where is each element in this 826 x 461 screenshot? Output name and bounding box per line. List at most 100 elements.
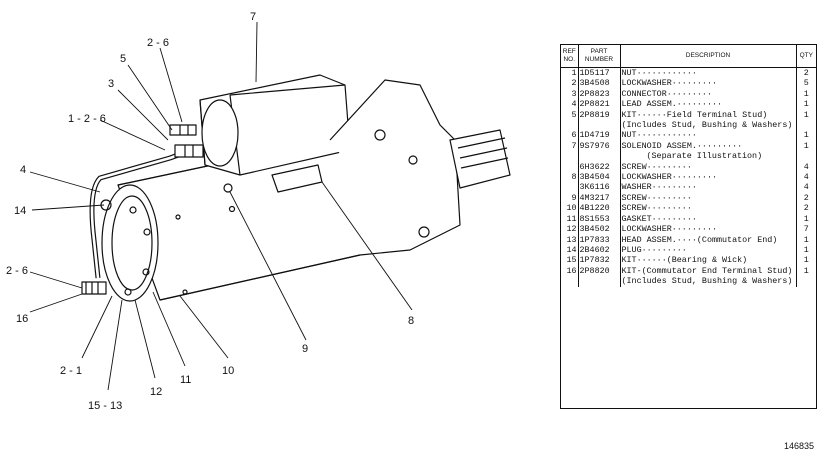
callout-2-6-left: 2 - 6 xyxy=(6,265,28,277)
starter-motor-illustration: 7 2 - 6 5 3 1 - 2 - 6 4 14 2 - 6 16 2 - … xyxy=(6,11,511,412)
solenoid-end-cap xyxy=(201,99,239,167)
qty-cell: 1 xyxy=(803,244,809,255)
part-number-cell: 2P8823 xyxy=(578,88,621,100)
qty-cell xyxy=(796,276,816,286)
ref-cell xyxy=(561,276,579,287)
part-number-cell: 2P8821 xyxy=(578,99,621,110)
description-cell: LOCKWASHER········· xyxy=(620,172,797,183)
header-ref-no: REF NO. xyxy=(561,45,579,68)
qty-cell: 7 xyxy=(803,224,809,235)
ref-cell xyxy=(561,161,579,173)
callout-9: 9 xyxy=(302,343,308,355)
callout-8: 8 xyxy=(408,315,414,327)
description-cell: PLUG········· xyxy=(620,244,797,256)
part-number-cell: 2P8820 xyxy=(578,265,621,277)
part-number-cell: 3B4502 xyxy=(578,224,621,235)
callout-12: 12 xyxy=(150,386,162,398)
callout-14: 14 xyxy=(14,205,26,217)
pinion-gear xyxy=(449,129,511,189)
ref-cell: 8 xyxy=(561,172,579,183)
ref-cell: 4 xyxy=(561,99,579,110)
description-cell: KIT······Field Terminal Stud) xyxy=(620,109,797,121)
ref-cell: 2 xyxy=(561,78,579,89)
callout-2-6-top: 2 - 6 xyxy=(147,37,169,49)
part-number-cell: 2P8819 xyxy=(578,109,621,121)
ref-cell: 6 xyxy=(561,130,579,141)
part-number-cell: 4M3217 xyxy=(578,192,621,204)
qty-cell: 4 xyxy=(803,182,809,193)
end-head-inner-ring xyxy=(111,195,153,291)
part-number-cell: 3B4504 xyxy=(578,172,621,183)
part-number-cell: 8S1553 xyxy=(578,213,621,225)
ref-cell: 16 xyxy=(561,265,579,277)
callout-5: 5 xyxy=(120,53,126,65)
ref-cell xyxy=(561,182,579,193)
description-cell: WASHER········· xyxy=(620,182,797,193)
description-cell: HEAD ASSEM.····(Commutator End) xyxy=(620,234,797,245)
end-head-bolt xyxy=(124,288,132,296)
description-cell: CONNECTOR········· xyxy=(620,88,797,100)
description-cell: LOCKWASHER········· xyxy=(620,224,797,235)
description-cell: SOLENOID ASSEM.········· xyxy=(620,140,797,152)
qty-cell: 1 xyxy=(803,140,809,151)
qty-cell: 2 xyxy=(803,68,809,78)
header-qty: QTY xyxy=(796,45,816,68)
ref-cell: 7 xyxy=(561,140,579,152)
part-number-cell: 3B4508 xyxy=(578,78,621,89)
motor-bottom-edge xyxy=(159,254,361,301)
battery-terminal-stud xyxy=(174,144,204,158)
part-number-cell: 3K6116 xyxy=(578,182,621,193)
qty-cell: 4 xyxy=(803,172,809,183)
description-cell: LOCKWASHER········· xyxy=(620,78,797,89)
qty-cell: 1 xyxy=(803,234,809,245)
callout-7: 7 xyxy=(250,11,256,23)
qty-cell: 1 xyxy=(803,255,809,266)
callout-1-2-6: 1 - 2 - 6 xyxy=(68,113,106,125)
part-number-cell: 1D5117 xyxy=(578,67,621,79)
description-cell: KIT······(Bearing & Wick) xyxy=(620,255,797,266)
qty-cell: 1 xyxy=(803,99,809,110)
ref-cell: 1 xyxy=(561,67,579,79)
drive-housing xyxy=(329,79,461,251)
description-cell: KIT-(Commutator End Terminal Stud) xyxy=(620,265,797,277)
qty-cell xyxy=(796,120,816,130)
part-number-cell: 1P7833 xyxy=(578,234,621,245)
table-row: (Includes Stud, Bushing & Washers) xyxy=(561,276,816,287)
field-terminal-stud xyxy=(169,124,197,136)
part-number-cell: 6H3622 xyxy=(578,161,621,173)
qty-cell: 1 xyxy=(803,265,809,276)
ref-cell: 5 xyxy=(561,109,579,121)
description-cell: (Separate Illustration) xyxy=(620,151,797,162)
figure-number: 146835 xyxy=(784,441,815,451)
qty-cell: 2 xyxy=(803,192,809,203)
part-number-cell: 2B4602 xyxy=(578,244,621,256)
end-head-bolt xyxy=(142,268,150,276)
qty-cell: 2 xyxy=(803,203,809,214)
drive-housing-bolt xyxy=(418,226,430,238)
description-cell: LEAD ASSEM.········· xyxy=(620,99,797,110)
table-row: (Separate Illustration) xyxy=(561,151,816,162)
part-number-cell xyxy=(578,120,621,131)
ref-cell: 9 xyxy=(561,192,579,204)
callout-10: 10 xyxy=(222,365,234,377)
part-number-cell: 1P7832 xyxy=(578,255,621,266)
part-number-cell: 1D4719 xyxy=(578,130,621,141)
ref-cell: 3 xyxy=(561,88,579,100)
drive-housing-bolt xyxy=(408,155,418,165)
description-cell: NUT············ xyxy=(620,130,797,141)
qty-cell xyxy=(796,151,816,161)
callout-16: 16 xyxy=(16,313,28,325)
ref-cell: 11 xyxy=(561,213,579,225)
